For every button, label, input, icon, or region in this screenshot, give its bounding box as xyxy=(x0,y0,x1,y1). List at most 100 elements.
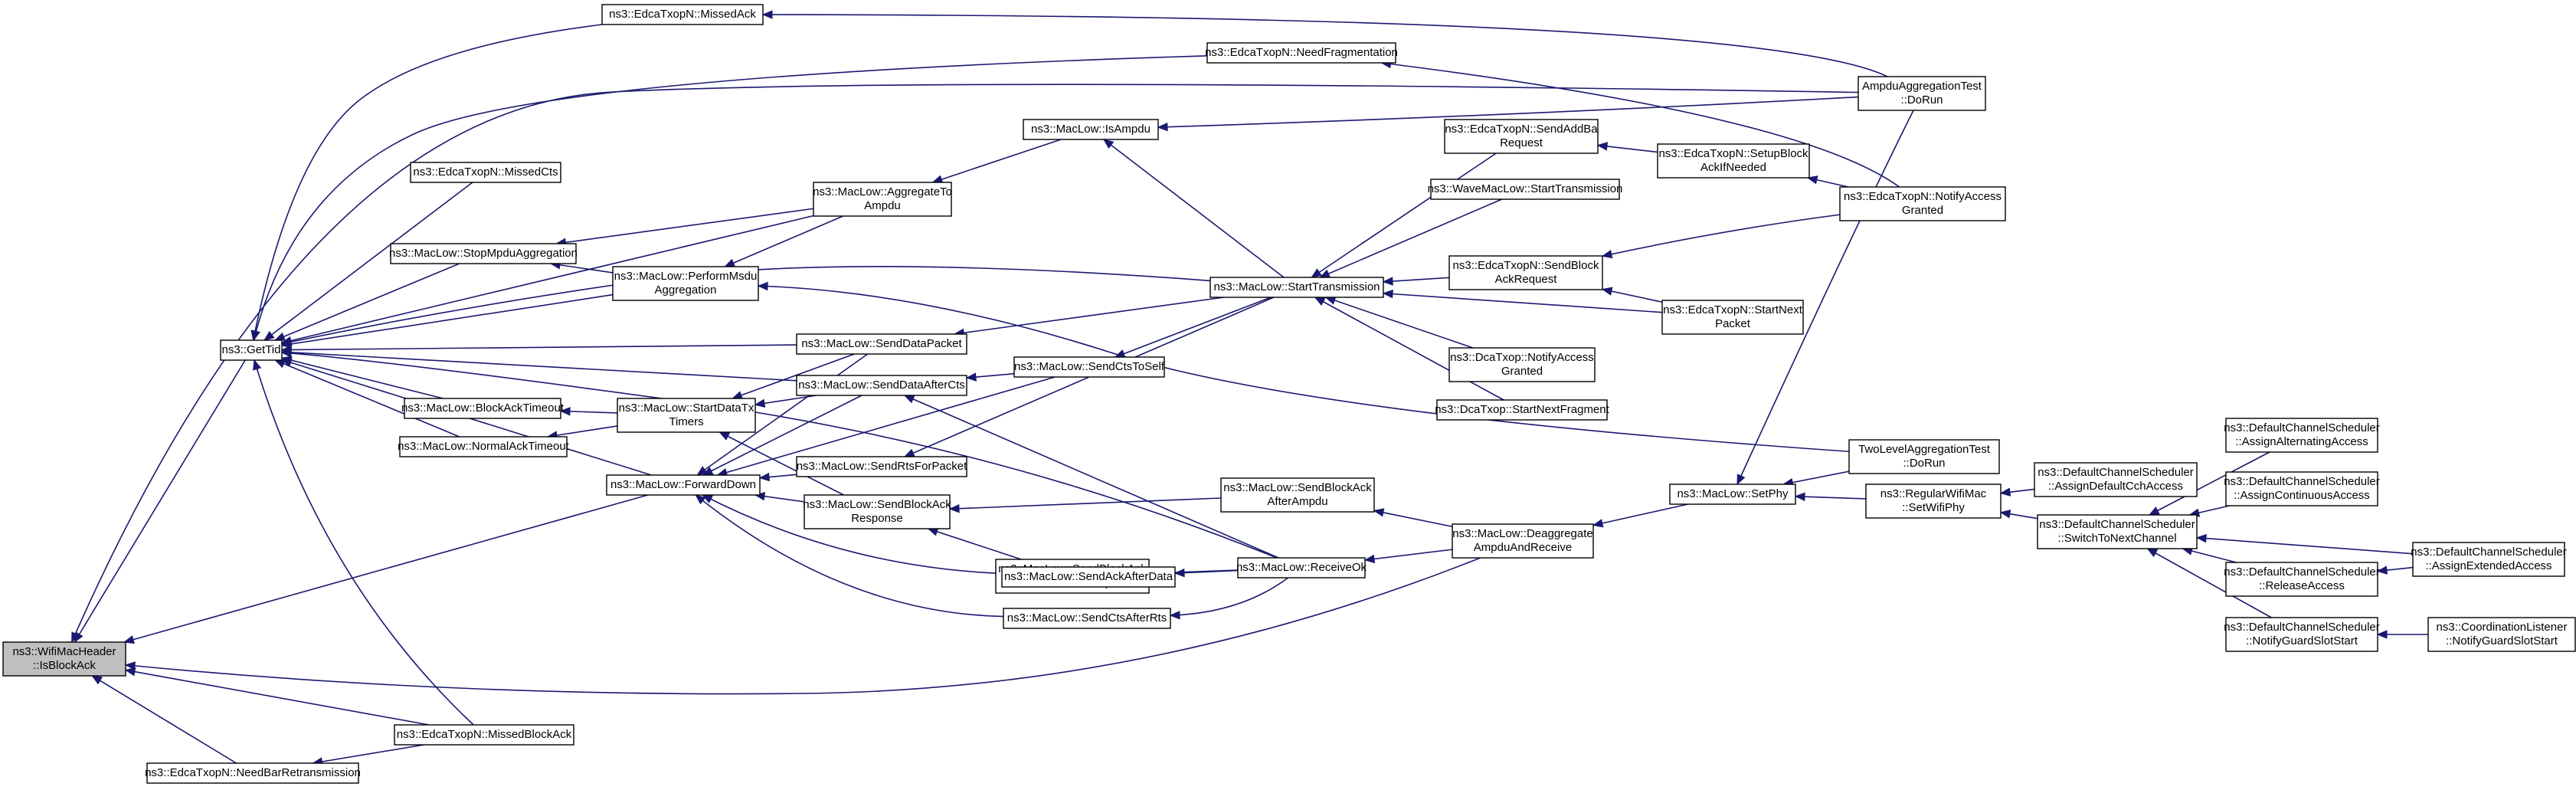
node-box[interactable] xyxy=(804,494,951,529)
node-missedcts[interactable]: ns3::EdcaTxopN::MissedCts xyxy=(410,162,561,183)
node-setwifiphy[interactable]: ns3::RegularWifiMac::SetWifiPhy xyxy=(1865,484,2002,519)
node-isblockack[interactable]: ns3::WifiMacHeader::IsBlockAck xyxy=(2,641,126,677)
node-box[interactable] xyxy=(1013,356,1165,378)
node-box[interactable] xyxy=(1023,119,1159,140)
node-coordnotifyguard[interactable]: ns3::CoordinationListener::NotifyGuardSl… xyxy=(2427,617,2576,652)
node-dcastartnextfrag[interactable]: ns3::DcaTxop::StartNextFragment xyxy=(1435,399,1610,421)
node-box[interactable] xyxy=(410,162,561,183)
call-edge xyxy=(124,494,648,643)
node-senddataaftercts[interactable]: ns3::MacLow::SendDataAfterCts xyxy=(796,375,967,396)
node-releaseaccess[interactable]: ns3::DefaultChannelScheduler::ReleaseAcc… xyxy=(2224,562,2380,597)
node-box[interactable] xyxy=(601,4,764,25)
node-box[interactable] xyxy=(1444,119,1599,154)
node-label: ns3::MacLow::StartTransmission xyxy=(1213,280,1380,293)
node-box[interactable] xyxy=(1848,439,2000,474)
node-sendackafterdata[interactable]: ns3::MacLow::SendAckAfterData xyxy=(1001,566,1176,588)
node-box[interactable] xyxy=(2037,514,2198,549)
node-missedack[interactable]: ns3::EdcaTxopN::MissedAck xyxy=(601,4,764,25)
node-senddatapacket[interactable]: ns3::MacLow::SendDataPacket xyxy=(796,333,967,355)
node-switchtonext[interactable]: ns3::DefaultChannelScheduler::SwitchToNe… xyxy=(2037,514,2198,549)
node-box[interactable] xyxy=(1448,347,1596,382)
node-box[interactable] xyxy=(2225,617,2378,652)
node-box[interactable] xyxy=(1209,277,1384,298)
node-receiveok[interactable]: ns3::MacLow::ReceiveOk xyxy=(1236,557,1367,579)
node-ampdutest[interactable]: AmpduAggregationTest::DoRun xyxy=(1858,76,1986,111)
node-box[interactable] xyxy=(606,474,761,496)
node-box[interactable] xyxy=(1858,76,1986,111)
node-box[interactable] xyxy=(617,398,756,433)
node-box[interactable] xyxy=(1003,608,1171,629)
node-box[interactable] xyxy=(796,456,967,477)
node-box[interactable] xyxy=(1839,186,2006,221)
node-box[interactable] xyxy=(2427,617,2576,652)
node-box[interactable] xyxy=(1661,300,1804,335)
node-box[interactable] xyxy=(1448,255,1603,290)
node-box[interactable] xyxy=(1669,484,1796,505)
node-gettid[interactable]: ns3::GetTid xyxy=(220,339,283,361)
node-box[interactable] xyxy=(390,243,577,264)
node-forwarddown[interactable]: ns3::MacLow::ForwardDown xyxy=(606,474,761,496)
node-box[interactable] xyxy=(1430,179,1620,200)
node-box[interactable] xyxy=(1865,484,2002,519)
node-box[interactable] xyxy=(1452,523,1594,559)
node-box[interactable] xyxy=(1206,42,1396,64)
node-label: Packet xyxy=(1715,317,1751,330)
node-setphy[interactable]: ns3::MacLow::SetPhy xyxy=(1669,484,1796,505)
node-box[interactable] xyxy=(1220,477,1375,513)
node-twoleveltest[interactable]: TwoLevelAggregationTest::DoRun xyxy=(1848,439,2000,474)
node-box[interactable] xyxy=(612,266,759,301)
arrowhead xyxy=(758,472,770,482)
node-box[interactable] xyxy=(1657,143,1810,179)
node-label: ns3::MacLow::SendCtsToSelf xyxy=(1014,360,1165,373)
node-starttransmission[interactable]: ns3::MacLow::StartTransmission xyxy=(1209,277,1384,298)
node-sendctsafterrts[interactable]: ns3::MacLow::SendCtsAfterRts xyxy=(1003,608,1171,629)
node-box[interactable] xyxy=(220,339,283,361)
node-box[interactable] xyxy=(2225,418,2378,453)
node-assigncontinuous[interactable]: ns3::DefaultChannelScheduler::AssignCont… xyxy=(2224,471,2380,506)
node-box[interactable] xyxy=(2,641,126,677)
node-sendctstoself[interactable]: ns3::MacLow::SendCtsToSelf xyxy=(1013,356,1165,378)
node-wavestarttx[interactable]: ns3::WaveMacLow::StartTransmission xyxy=(1428,179,1623,200)
node-box[interactable] xyxy=(796,375,967,396)
node-assigndefaultcch[interactable]: ns3::DefaultChannelScheduler::AssignDefa… xyxy=(2034,462,2198,497)
node-box[interactable] xyxy=(399,436,568,457)
arrowhead xyxy=(1601,250,1613,259)
node-box[interactable] xyxy=(2412,542,2565,577)
node-sendrtsforpacket[interactable]: ns3::MacLow::SendRtsForPacket xyxy=(796,456,967,477)
node-assignextended[interactable]: ns3::DefaultChannelScheduler::AssignExte… xyxy=(2411,542,2567,577)
node-assignalternating[interactable]: ns3::DefaultChannelScheduler::AssignAlte… xyxy=(2224,418,2380,453)
node-needfrag[interactable]: ns3::EdcaTxopN::NeedFragmentation xyxy=(1205,42,1398,64)
node-box[interactable] xyxy=(813,182,952,217)
call-edge xyxy=(725,215,843,267)
node-missedblockack[interactable]: ns3::EdcaTxopN::MissedBlockAck xyxy=(394,724,574,746)
node-isampdu[interactable]: ns3::MacLow::IsAmpdu xyxy=(1023,119,1159,140)
arrowhead xyxy=(903,448,915,457)
node-box[interactable] xyxy=(146,762,359,784)
node-box[interactable] xyxy=(2034,462,2198,497)
node-box[interactable] xyxy=(2225,471,2378,506)
node-box[interactable] xyxy=(796,333,967,355)
node-box[interactable] xyxy=(1237,557,1366,579)
node-needbarretx[interactable]: ns3::EdcaTxopN::NeedBarRetransmission xyxy=(145,762,361,784)
node-box[interactable] xyxy=(1001,566,1176,588)
node-box[interactable] xyxy=(1436,399,1608,421)
node-box[interactable] xyxy=(2225,562,2378,597)
node-box[interactable] xyxy=(394,724,574,746)
node-stopmpdu[interactable]: ns3::MacLow::StopMpduAggregation xyxy=(389,243,578,264)
node-box[interactable] xyxy=(404,398,561,419)
node-notifyguardslot[interactable]: ns3::DefaultChannelScheduler::NotifyGuar… xyxy=(2224,617,2380,652)
node-blockacktimeout[interactable]: ns3::MacLow::BlockAckTimeout xyxy=(401,398,565,419)
node-normalacktimeout[interactable]: ns3::MacLow::NormalAckTimeout xyxy=(398,436,570,457)
